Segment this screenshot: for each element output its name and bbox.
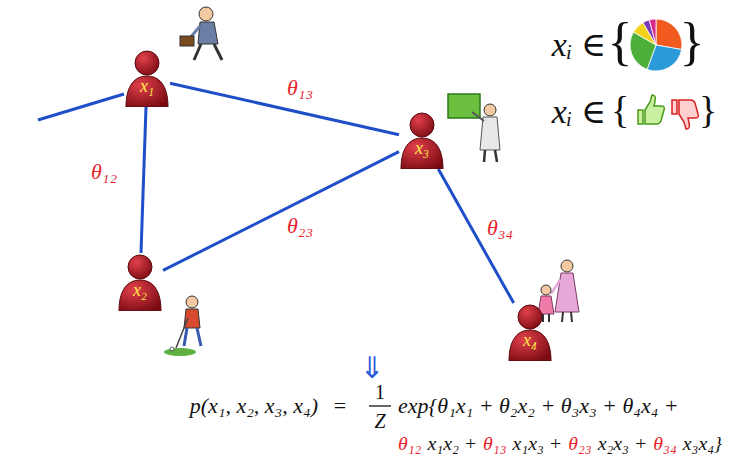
figure-leg bbox=[484, 150, 485, 162]
formula-part: = bbox=[334, 395, 346, 417]
thumbs-up-icon bbox=[638, 95, 664, 124]
formula-part: θ₂₃ bbox=[568, 434, 591, 454]
person-body bbox=[401, 138, 443, 169]
person-node: x₂ bbox=[117, 253, 163, 311]
edge-line bbox=[163, 152, 399, 271]
figure-shirt bbox=[184, 309, 200, 328]
thumb-cuff bbox=[672, 100, 677, 114]
person-head bbox=[518, 305, 542, 329]
person-body bbox=[126, 76, 168, 107]
pie-slice bbox=[643, 20, 656, 45]
person-body bbox=[509, 330, 551, 361]
formula-part: x₁x₂ + bbox=[427, 434, 477, 454]
formula-part: x₃x₄} bbox=[683, 434, 722, 454]
figure-leg bbox=[194, 44, 201, 60]
formula-part: x₂x₃ + bbox=[598, 434, 648, 454]
set-notation: { bbox=[608, 16, 633, 68]
figure-leg bbox=[184, 328, 187, 346]
thumbs-down-icon bbox=[672, 100, 698, 129]
formula-part: x₁x₃ + bbox=[513, 434, 563, 454]
set-notation: } bbox=[699, 91, 717, 129]
figure-head bbox=[561, 260, 573, 272]
figure-suit bbox=[198, 22, 218, 44]
figure-arm bbox=[551, 280, 560, 294]
figure-head bbox=[199, 7, 213, 21]
set-notation: ⇓ bbox=[359, 353, 384, 383]
formula-part: 1 bbox=[375, 382, 385, 402]
figure-leg bbox=[214, 44, 222, 60]
person-head bbox=[128, 255, 152, 279]
variable-name: x₄ bbox=[523, 331, 537, 349]
person-node: x₁ bbox=[124, 49, 170, 107]
edge-layer bbox=[141, 83, 514, 303]
edge-line bbox=[141, 107, 146, 253]
variable-name: x₃ bbox=[415, 139, 429, 157]
pointer bbox=[472, 112, 484, 121]
formula-part: p(x₁, x₂, x₃, x₄) bbox=[190, 395, 318, 417]
figure-coat bbox=[480, 117, 500, 150]
golf-club bbox=[176, 318, 188, 348]
formula-part: θ₁₃ bbox=[483, 434, 506, 454]
edge-weight: θ₂₃ bbox=[287, 215, 313, 237]
thumb-cuff bbox=[638, 110, 643, 124]
formula-part: Z bbox=[374, 411, 385, 431]
edge-weight: θ₁₃ bbox=[287, 77, 313, 99]
person-node: x₃ bbox=[399, 111, 445, 169]
figure-leg bbox=[571, 312, 572, 322]
briefcase bbox=[180, 36, 194, 46]
figure-leg bbox=[197, 328, 201, 346]
edge-weight: θ₁₂ bbox=[91, 161, 117, 183]
figure-leg bbox=[562, 312, 563, 322]
grass bbox=[164, 348, 196, 356]
figure-leg bbox=[495, 150, 497, 162]
open-edge bbox=[38, 94, 124, 120]
set-notation: } bbox=[680, 16, 705, 68]
variable-name: x₂ bbox=[133, 281, 147, 299]
child-leg bbox=[548, 314, 550, 322]
edge-line bbox=[438, 169, 513, 303]
edge-line bbox=[170, 83, 399, 135]
mother-child-figure bbox=[538, 260, 579, 322]
golf-ball bbox=[170, 347, 174, 351]
golfer-figure bbox=[164, 296, 201, 356]
formula-part: θ₃₄ bbox=[653, 434, 676, 454]
set-notation: { bbox=[611, 91, 629, 129]
figure-head bbox=[484, 104, 496, 116]
thumb-hand bbox=[679, 100, 698, 129]
set-notation: xᵢ ∈ bbox=[552, 95, 606, 129]
variable-name: x₁ bbox=[140, 77, 154, 95]
figure-head bbox=[186, 296, 198, 308]
formula-part: exp{θ₁x₁ + θ₂x₂ + θ₃x₃ + θ₄x₄ + bbox=[398, 395, 679, 417]
fraction-bar bbox=[369, 405, 391, 406]
teacher-figure bbox=[448, 94, 500, 162]
formula-part: θ₁₂ bbox=[398, 434, 421, 454]
pie-slice bbox=[649, 19, 656, 45]
person-body bbox=[119, 280, 161, 311]
set-notation: xᵢ ∈ bbox=[552, 28, 606, 62]
businessman-figure bbox=[180, 7, 222, 60]
person-node: x₄ bbox=[507, 303, 553, 361]
pie-chart bbox=[630, 19, 682, 71]
person-head bbox=[135, 51, 159, 75]
pie-slice bbox=[656, 19, 682, 50]
person-head bbox=[410, 113, 434, 137]
child-head bbox=[541, 285, 551, 295]
edge-weight: θ₃₄ bbox=[487, 217, 513, 239]
thumb-hand bbox=[645, 95, 664, 124]
figure-dress bbox=[555, 273, 579, 312]
